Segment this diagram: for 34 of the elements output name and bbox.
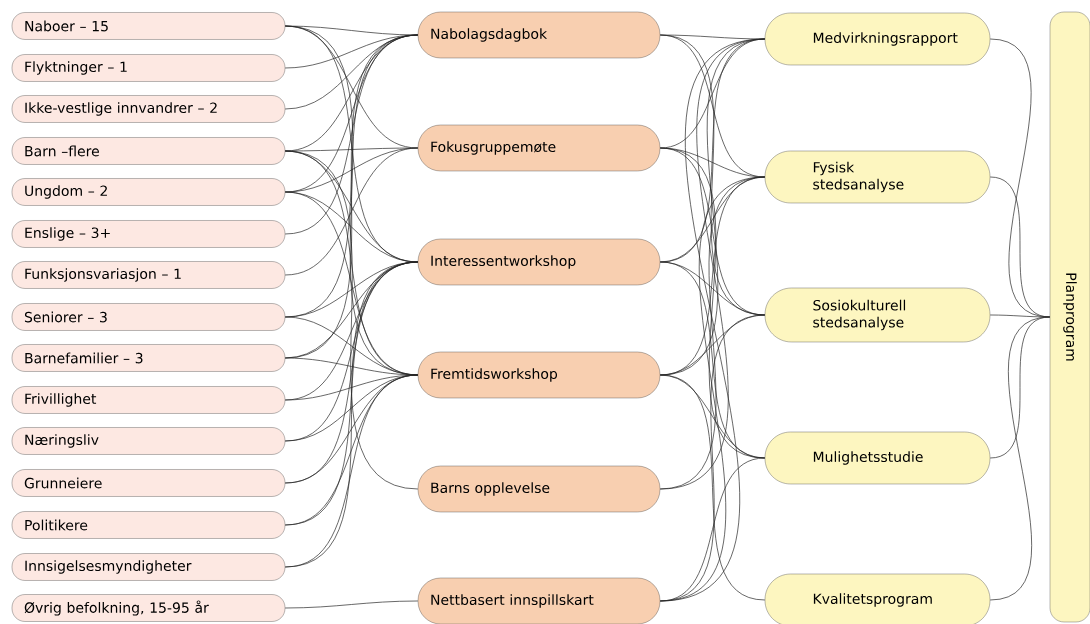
output-box: Mulighetsstudie: [764, 431, 991, 485]
connector: [659, 457, 766, 602]
output-box: Sosiokulturell stedsanalyse: [764, 287, 991, 343]
method-box: Barns opplevelse: [417, 465, 661, 513]
method-box: Nabolagsdagbok: [417, 11, 661, 59]
connector: [284, 600, 419, 609]
stakeholder-box: Frivillighet: [11, 386, 286, 414]
stakeholder-box: Flyktninger – 1: [11, 54, 286, 82]
stakeholder-box: Ungdom – 2: [11, 178, 286, 206]
method-box: Nettbasert innspillskart: [417, 577, 661, 624]
connector: [284, 374, 419, 568]
connector: [659, 374, 766, 601]
output-box: Kvalitetsprogram: [764, 573, 991, 624]
stakeholder-box: Barnefamilier – 3: [11, 344, 286, 372]
method-box: Interessentworkshop: [417, 238, 661, 286]
stakeholder-box: Naboer – 15: [11, 12, 286, 40]
stakeholder-box: Næringsliv: [11, 427, 286, 455]
method-box: Fokusgruppemøte: [417, 124, 661, 172]
method-box: Fremtidsworkshop: [417, 351, 661, 399]
stakeholder-box: Seniorer – 3: [11, 303, 286, 331]
stakeholder-box: Enslige – 3+: [11, 220, 286, 248]
stakeholder-box: Grunneiere: [11, 469, 286, 497]
connector: [284, 150, 419, 490]
output-box: Fysisk stedsanalyse: [764, 150, 991, 204]
stakeholder-box: Ikke-vestlige innvandrer – 2: [11, 95, 286, 123]
stakeholder-box: Politikere: [11, 511, 286, 539]
connector: [989, 316, 1051, 601]
plan-bar: Planprogram: [1049, 11, 1090, 623]
connector: [659, 176, 766, 602]
stakeholder-box: Innsigelsesmyndigheter: [11, 553, 286, 581]
output-box: Medvirkningsrapport: [764, 12, 991, 66]
stakeholder-box: Barn –flere: [11, 137, 286, 165]
stakeholder-box: Funksjonsvariasjon – 1: [11, 261, 286, 289]
stakeholder-box: Øvrig befolkning, 15-95 år: [11, 594, 286, 622]
